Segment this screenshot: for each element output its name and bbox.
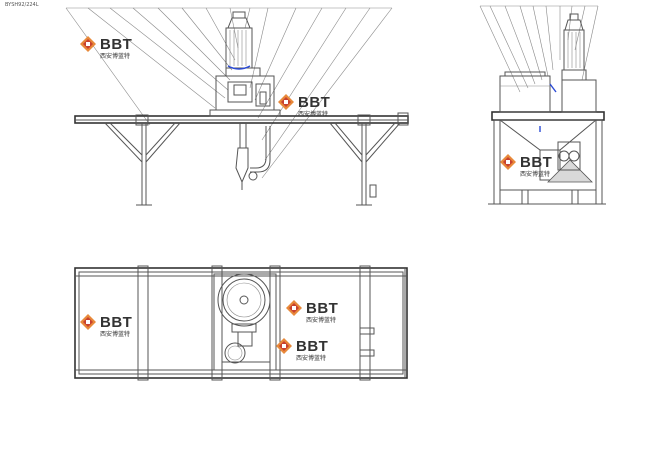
- watermark-logo-4: BBT 西安博蓝特: [80, 314, 132, 338]
- spray-gun: [235, 147, 249, 184]
- logo-company-text: 西安博蓝特: [296, 354, 326, 362]
- watermark-logo-3: BBT 西安博蓝特: [500, 154, 552, 178]
- side-table-top: [491, 111, 605, 121]
- top-view: [74, 265, 408, 381]
- logo-brand-text: BBT: [306, 300, 338, 317]
- logo-brand-text: BBT: [100, 36, 132, 53]
- logo-brand-text: BBT: [100, 314, 132, 331]
- leader-lines-front: [65, 7, 393, 179]
- side-cabinet: [561, 79, 597, 113]
- top-frame: [74, 267, 408, 379]
- watermark-logo-2: BBT 西安博蓝特: [278, 94, 330, 118]
- side-motor: [563, 29, 585, 71]
- logo-brand-text: BBT: [520, 154, 552, 171]
- leader-lines-side: [479, 5, 599, 93]
- logo-brand-text: BBT: [296, 338, 328, 355]
- watermark-logo-6: BBT 西安博蓝特: [276, 338, 328, 362]
- drawing-title: BYSH92/224L: [5, 2, 39, 8]
- logo-company-text: 西安博蓝特: [100, 52, 130, 60]
- drum-top: [217, 273, 271, 327]
- logo-company-text: 西安博蓝特: [306, 316, 336, 324]
- watermark-logo-5: BBT 西安博蓝特: [286, 300, 338, 324]
- logo-brand-text: BBT: [298, 94, 330, 111]
- motor-top: [224, 342, 246, 364]
- logo-company-text: 西安博蓝特: [298, 110, 328, 118]
- watermark-logo-1: BBT 西安博蓝特: [80, 36, 132, 60]
- machine-base: [209, 109, 281, 117]
- logo-company-text: 西安博蓝特: [520, 170, 550, 178]
- filter-unit: [547, 159, 593, 183]
- logo-company-text: 西安博蓝特: [100, 330, 130, 338]
- front-view: [65, 7, 409, 206]
- hopper: [498, 119, 598, 151]
